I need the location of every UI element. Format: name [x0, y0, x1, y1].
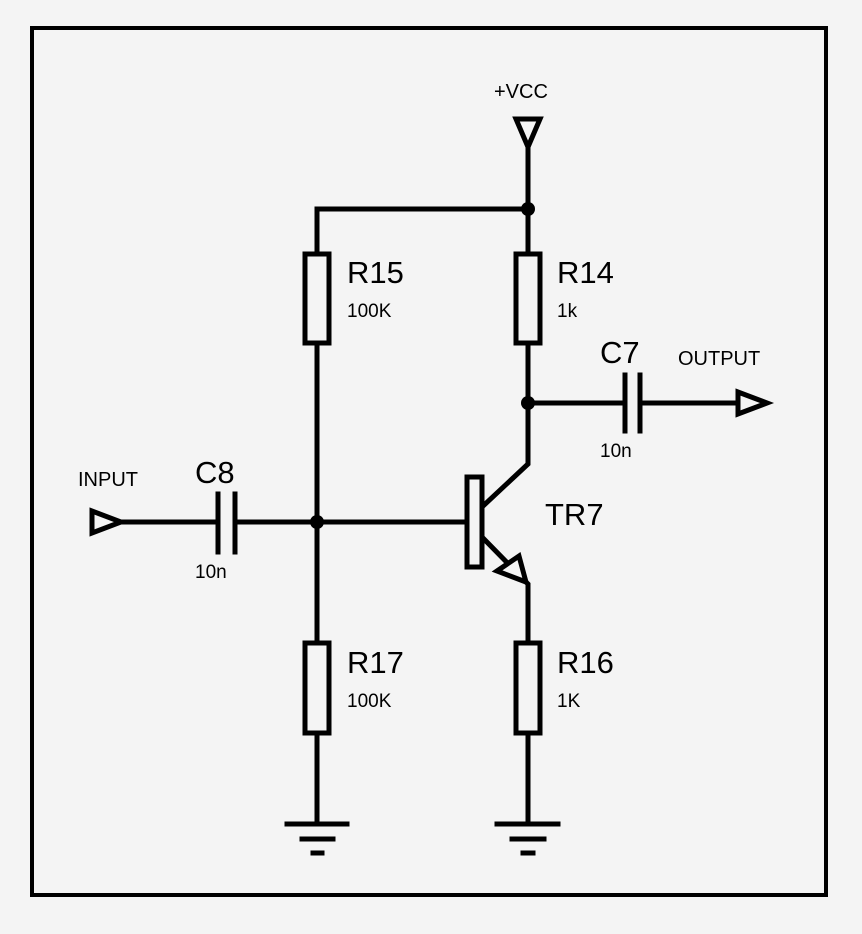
- ground-icon: [284, 821, 350, 856]
- input-port[interactable]: INPUT: [78, 469, 138, 537]
- capacitor-c7[interactable]: C7 10n: [600, 335, 643, 462]
- resistor-r14-body: [513, 251, 543, 346]
- output-port[interactable]: OUTPUT: [678, 348, 775, 418]
- c8-ref: C8: [195, 455, 235, 490]
- r17-value: 100K: [347, 691, 392, 712]
- vcc-supply: +VCC: [494, 81, 548, 154]
- capacitor-c8[interactable]: C8 10n: [195, 455, 238, 583]
- resistor-r16[interactable]: R16 1K: [513, 640, 614, 736]
- c7-ref: C7: [600, 335, 640, 370]
- r16-value: 1K: [557, 691, 581, 712]
- r17-ref: R17: [347, 645, 404, 680]
- junction-base-node: [310, 515, 324, 529]
- wires: [118, 144, 740, 827]
- input-port-arrow-icon: [89, 507, 129, 537]
- tr7-ref: TR7: [545, 497, 604, 532]
- junction-collector-node: [521, 396, 535, 410]
- vcc-label: +VCC: [494, 81, 548, 103]
- resistor-r16-body: [513, 640, 543, 736]
- emitter-arrow-icon: [491, 551, 530, 587]
- wire-emitter-r16: [478, 533, 531, 646]
- schematic-frame: [30, 26, 828, 897]
- wire-vcc-r15: [314, 206, 531, 257]
- resistor-r15[interactable]: R15 100K: [302, 251, 404, 346]
- r15-value: 100K: [347, 301, 392, 322]
- r14-ref: R14: [557, 255, 614, 290]
- wire-r14-collector: [478, 340, 531, 511]
- resistor-r15-body: [302, 251, 332, 346]
- r14-value: 1k: [557, 301, 578, 322]
- junction-vcc-node: [521, 202, 535, 216]
- c8-value: 10n: [195, 562, 227, 583]
- resistor-r17[interactable]: R17 100K: [302, 640, 404, 736]
- r15-ref: R15: [347, 255, 404, 290]
- output-label: OUTPUT: [678, 348, 760, 370]
- ground-icon: [494, 821, 561, 856]
- resistor-r17-body: [302, 640, 332, 736]
- transistor-base-bar: [464, 474, 485, 570]
- input-label: INPUT: [78, 469, 138, 491]
- output-port-arrow-icon: [735, 388, 775, 418]
- r16-ref: R16: [557, 645, 614, 680]
- power-supply-arrow-icon: [512, 116, 544, 154]
- resistor-r14[interactable]: R14 1k: [513, 251, 614, 346]
- transistor-tr7[interactable]: TR7: [464, 474, 604, 587]
- c7-value: 10n: [600, 441, 632, 462]
